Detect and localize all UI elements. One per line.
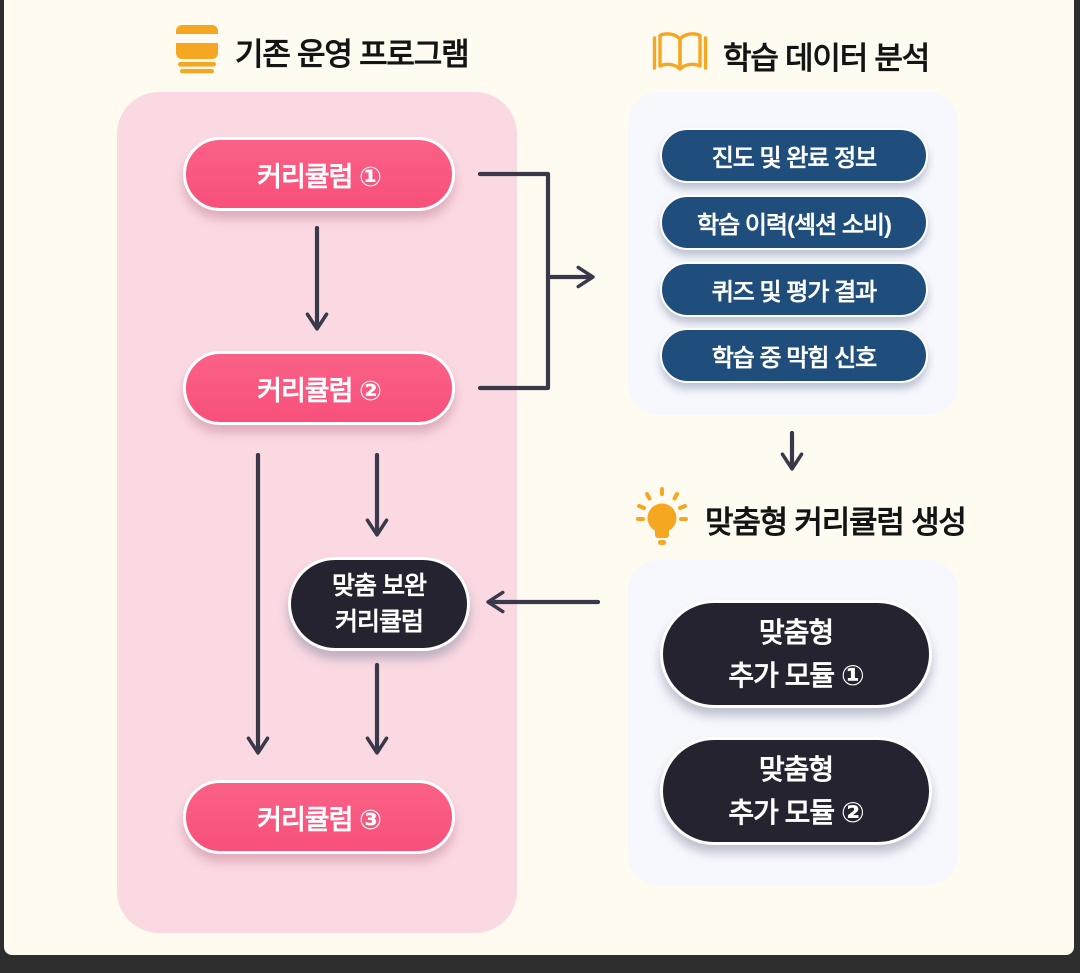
curriculum-1-node: 커리큘럼 ① [183,137,455,211]
existing-program-title: 기존 운영 프로그램 [235,37,470,72]
data-analysis-title: 학습 데이터 분석 [723,41,930,76]
analysis-item-label: 학습 이력(섹션 소비) [697,212,892,239]
module-1-line2: 추가 모듈 ① [728,660,864,691]
custom-module-1-node: 맞춤형 추가 모듈 ① [660,600,932,708]
analysis-item-label: 학습 중 막힘 신호 [711,345,878,372]
supplement-line1: 맞춤 보완 [332,571,427,600]
curriculum-2-node: 커리큘럼 ② [183,351,455,425]
diagram-background: 기존 운영 프로그램 학습 데이터 분석 [4,0,1074,955]
lightbulb-icon [634,486,690,553]
module-2-line2: 추가 모듈 ② [728,797,864,828]
data-analysis-header: 학습 데이터 분석 [652,30,930,81]
supplement-line2: 커리큘럼 [334,608,424,636]
curriculum-2-label: 커리큘럼 ② [257,375,382,406]
analysis-item-label: 진도 및 완료 정보 [711,145,878,172]
module-2-line1: 맞춤형 [758,753,834,785]
analysis-item-quiz: 퀴즈 및 평가 결과 [660,262,928,317]
analysis-item-stuck: 학습 중 막힘 신호 [660,328,928,383]
analysis-item-history: 학습 이력(섹션 소비) [660,195,928,250]
custom-supplement-node: 맞춤 보완 커리큘럼 [288,557,470,651]
existing-program-header: 기존 운영 프로그램 [174,24,470,79]
custom-module-2-node: 맞춤형 추가 모듈 ② [660,737,932,845]
module-1-line1: 맞춤형 [758,616,834,648]
analysis-item-label: 퀴즈 및 평가 결과 [711,279,878,306]
curriculum-3-node: 커리큘럼 ③ [183,780,455,854]
custom-generation-title: 맞춤형 커리큘럼 생성 [705,505,967,540]
analysis-item-progress: 진도 및 완료 정보 [660,128,928,183]
book-icon [174,24,220,79]
curriculum-1-label: 커리큘럼 ① [257,161,382,192]
open-book-icon [652,30,708,81]
curriculum-3-label: 커리큘럼 ③ [257,804,382,835]
custom-generation-header: 맞춤형 커리큘럼 생성 [634,486,967,553]
